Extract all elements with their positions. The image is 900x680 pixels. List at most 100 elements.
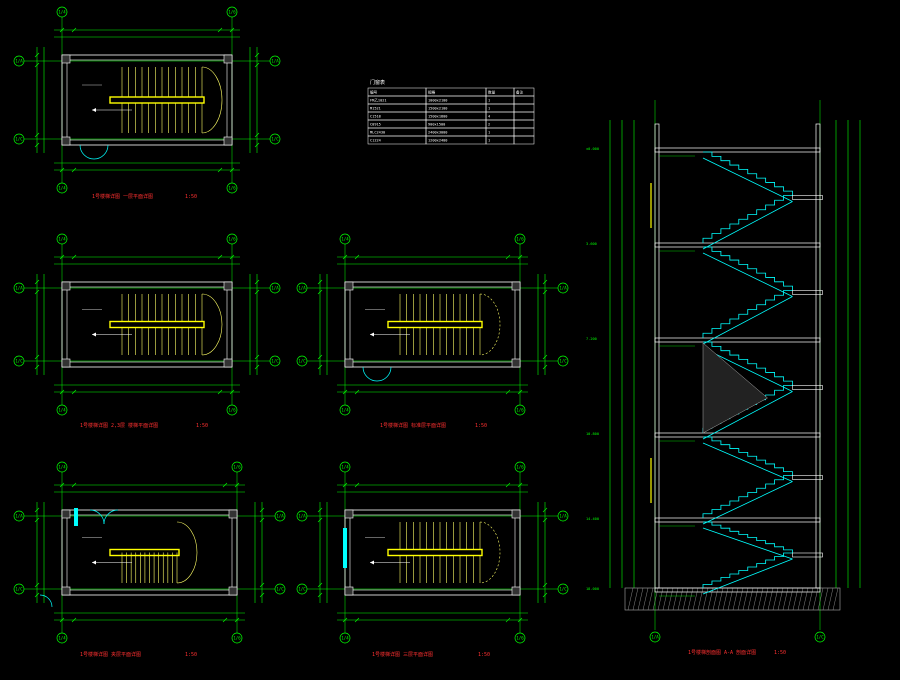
table-cell-text: 4 xyxy=(488,115,490,119)
wall-inner xyxy=(66,59,228,141)
grid-bubble-top-right xyxy=(226,6,238,18)
dim-tick xyxy=(354,254,360,260)
stair-flight-down xyxy=(702,195,793,243)
grid-bubble-bottom-right-label: 1/6 xyxy=(228,186,236,191)
handrail xyxy=(387,548,483,557)
stair-flight-up xyxy=(703,151,793,196)
grid-bubble-left-top xyxy=(296,282,308,294)
wall-inner xyxy=(349,514,516,591)
wall-inner xyxy=(66,514,233,591)
drawing-titles: 1号楼梯详图 一层平面详图 1:50 1号楼梯详图 2,3层 楼梯平面详图 1:… xyxy=(80,193,786,658)
dim-tick xyxy=(542,517,548,523)
dim-tick xyxy=(71,617,77,623)
dim-tick xyxy=(34,364,40,370)
door-swing xyxy=(39,594,53,608)
landing-arc xyxy=(479,521,501,584)
dim-tick xyxy=(34,279,40,285)
grid-bubble-right-bottom xyxy=(557,583,569,595)
dim-tick xyxy=(542,289,548,295)
table-cell-text: 1500x1800 xyxy=(428,115,447,119)
grid-bubble-top-left-label: 1/4 xyxy=(341,237,349,242)
dim-tick xyxy=(505,617,511,623)
title-plan5-scale: 1:50 xyxy=(478,652,490,658)
grid-bubble-top-left xyxy=(339,233,351,245)
dim-tick xyxy=(317,517,323,523)
dim-tick xyxy=(317,364,323,370)
grid-bubble-bottom-left-label: 1/4 xyxy=(341,408,349,413)
grid-bubble-left-top xyxy=(13,282,25,294)
floor-slab xyxy=(654,337,821,343)
grid-bubble-top-left-label: 1/4 xyxy=(58,10,66,15)
dim-tick xyxy=(217,167,223,173)
dim-tick xyxy=(254,52,260,58)
grid-bubble-right-bottom xyxy=(269,133,281,145)
grid-bubble-bottom-right-label: 1/6 xyxy=(233,636,241,641)
title-plan3: 1号楼梯详图 标准层平面详图 xyxy=(380,422,446,429)
dim-tick xyxy=(34,354,40,360)
table-cell-text: 2 xyxy=(488,123,490,127)
dim-tick xyxy=(259,592,265,598)
grid-bubble-right-top xyxy=(557,510,569,522)
grid-bubble-right-top-label: 1/A xyxy=(271,59,279,64)
grid-bubble-left-bottom-label: 1/C xyxy=(15,359,23,364)
grid-bubble-top-left-label: 1/4 xyxy=(341,465,349,470)
column xyxy=(223,136,233,146)
stair-flight-down-underside xyxy=(702,201,793,250)
walk-arrow xyxy=(92,108,96,112)
grid-bubble-left-bottom-label: 1/C xyxy=(15,137,23,142)
table-cell-text: C1518 xyxy=(370,115,381,119)
table-cell-text: 1200x2400 xyxy=(428,139,447,143)
grid-bubble-bottom-right xyxy=(231,632,243,644)
dim-tick xyxy=(254,142,260,148)
stair-flight-up-underside xyxy=(702,252,793,297)
table-cell-text: 1 xyxy=(488,107,490,111)
column xyxy=(228,509,238,519)
grid-bubble-bottom-left xyxy=(339,404,351,416)
wall-outer xyxy=(61,281,233,368)
dim-tick xyxy=(34,289,40,295)
grid-bubble-left-top-label: 1/A xyxy=(298,286,306,291)
floor-slab xyxy=(654,147,821,153)
table-cell-text: 2400x3000 xyxy=(428,131,447,135)
stair-flight-up-underside xyxy=(702,442,793,482)
title-plan4: 1号楼梯详图 夹层平面详图 xyxy=(80,651,141,658)
section-bubble-left xyxy=(649,631,661,643)
dim-tick xyxy=(505,389,511,395)
grid-bubble-left-top-label: 1/A xyxy=(15,286,23,291)
dim-tick xyxy=(34,507,40,513)
grid-bubble-right-top-label: 1/A xyxy=(559,286,567,291)
column xyxy=(61,281,71,291)
level-label: 7.200 xyxy=(586,337,597,341)
table-cell-text: 1 xyxy=(488,99,490,103)
door-swing xyxy=(103,509,119,525)
grid-bubble-right-bottom-label: 1/C xyxy=(271,359,279,364)
dim-tick xyxy=(217,389,223,395)
title-plan4-scale: 1:50 xyxy=(185,652,197,658)
landing-slab xyxy=(792,195,823,200)
column xyxy=(511,358,521,368)
wall-outer xyxy=(344,281,521,368)
grid-bubble-right-bottom xyxy=(557,355,569,367)
stair-flight-down xyxy=(702,552,793,588)
grid-bubble-top-right xyxy=(231,461,243,473)
dim-tick xyxy=(542,592,548,598)
dim-tick xyxy=(254,364,260,370)
grid-bubble-bottom-left xyxy=(56,182,68,194)
dim-tick xyxy=(222,617,228,623)
grid-bubble-bottom-left xyxy=(56,404,68,416)
grid-bubble-right-bottom-label: 1/C xyxy=(559,359,567,364)
level-label: 14.400 xyxy=(586,517,599,521)
table-cell-text: C1224 xyxy=(370,139,381,143)
dim-tick xyxy=(317,582,323,588)
walk-arrow xyxy=(370,332,374,337)
table-title: 门窗表 xyxy=(370,79,385,86)
stair-flight-down-underside xyxy=(702,481,793,525)
landing-slab xyxy=(792,385,823,390)
grid-bubble-right-top xyxy=(269,55,281,67)
column xyxy=(344,281,354,291)
table-cell-text: C0915 xyxy=(370,123,381,127)
level-label: 3.600 xyxy=(586,242,597,246)
